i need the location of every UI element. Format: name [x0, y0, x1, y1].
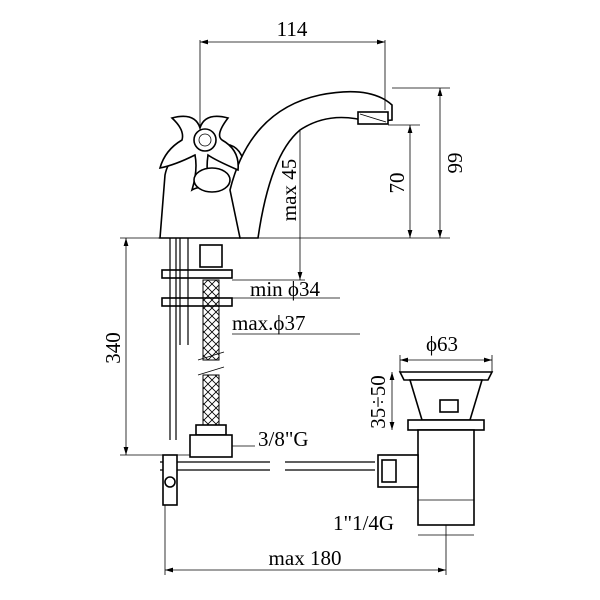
popup-waste	[377, 371, 494, 526]
dim-hose-length: 340	[101, 332, 125, 364]
dim-rod-length: max 180	[269, 546, 342, 570]
dim-max-height: max 45	[277, 159, 301, 221]
dimension-lines	[120, 39, 493, 575]
dim-hose-thread: 3/8"G	[258, 427, 309, 451]
popup-rod	[160, 454, 375, 506]
dim-min-hole: min ϕ34	[250, 277, 320, 301]
dim-waste-range: 35÷50	[366, 375, 390, 429]
dim-waste-diameter: ϕ63	[426, 332, 458, 356]
dim-outlet-height: 70	[385, 173, 409, 194]
underside-connections	[161, 238, 233, 458]
dim-waste-thread: 1"1/4G	[333, 511, 394, 535]
cross-handle	[158, 115, 239, 193]
dim-max-hole: max.ϕ37	[232, 311, 305, 335]
dim-total-height: 99	[443, 153, 467, 174]
dim-spout-reach: 114	[277, 17, 308, 41]
faucet-body	[158, 90, 393, 239]
